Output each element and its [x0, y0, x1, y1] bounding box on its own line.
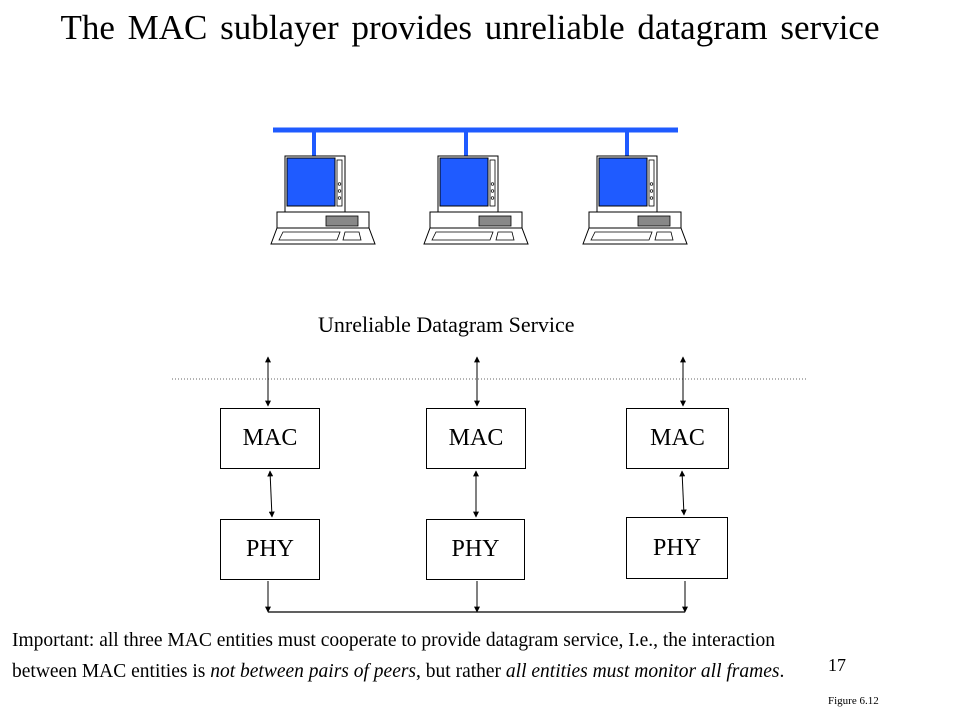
mac-phy-arrow-3 [679, 470, 687, 516]
note-line-2-suffix: . [779, 661, 785, 682]
slide-number: 17 [828, 655, 846, 675]
mac-box-3: MAC [626, 408, 729, 469]
phy-box-3: PHY [626, 517, 728, 579]
figure-label: Figure 6.12 [828, 695, 879, 707]
mac-box-1: MAC [220, 408, 320, 469]
important-note: Important: all three MAC entities must c… [12, 625, 784, 687]
slide-title: The MAC sublayer provides unreliable dat… [60, 8, 880, 47]
note-line-2: between MAC entities is not between pair… [12, 656, 784, 687]
note-emphasis-peers: not between pairs of peers [210, 661, 417, 682]
mac-phy-arrow-1 [267, 470, 275, 518]
computer-icon-1 [270, 155, 376, 245]
note-line-2-prefix: between MAC entities is [12, 661, 211, 682]
note-emphasis-monitor: all entities must monitor all frames [505, 661, 780, 682]
mac-box-2: MAC [426, 408, 526, 469]
computer-icon-2 [423, 155, 529, 245]
phy-box-2: PHY [426, 519, 525, 580]
computer-icon-3 [582, 155, 688, 245]
service-label: Unreliable Datagram Service [318, 312, 575, 337]
note-line-1: Important: all three MAC entities must c… [12, 630, 775, 651]
phy-box-1: PHY [220, 519, 320, 580]
note-line-2-mid: , but rather [416, 661, 506, 682]
